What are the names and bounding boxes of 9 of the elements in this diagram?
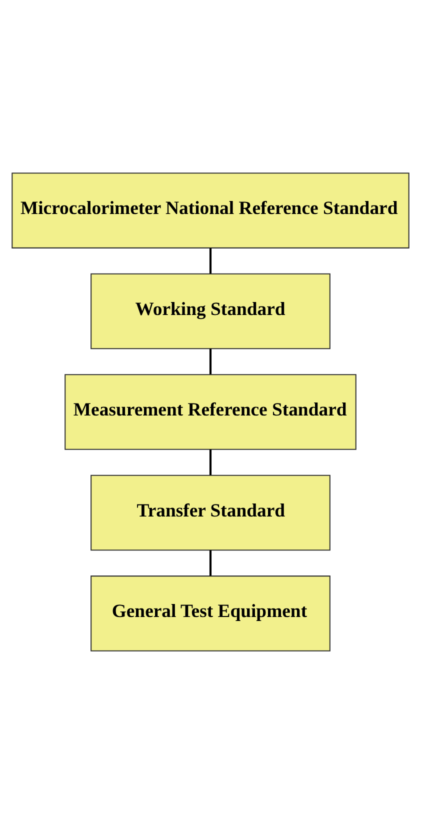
node-box: Microcalorimeter National Reference Standard bbox=[12, 172, 410, 248]
node-box: General Test Equipment bbox=[90, 575, 330, 651]
connector bbox=[209, 348, 212, 374]
node-box: Measurement Reference Standard bbox=[64, 374, 356, 450]
connector bbox=[209, 449, 212, 475]
connector bbox=[209, 248, 212, 274]
node-box: Transfer Standard bbox=[90, 474, 330, 550]
node-box: Working Standard bbox=[90, 272, 330, 349]
connector bbox=[209, 550, 212, 576]
